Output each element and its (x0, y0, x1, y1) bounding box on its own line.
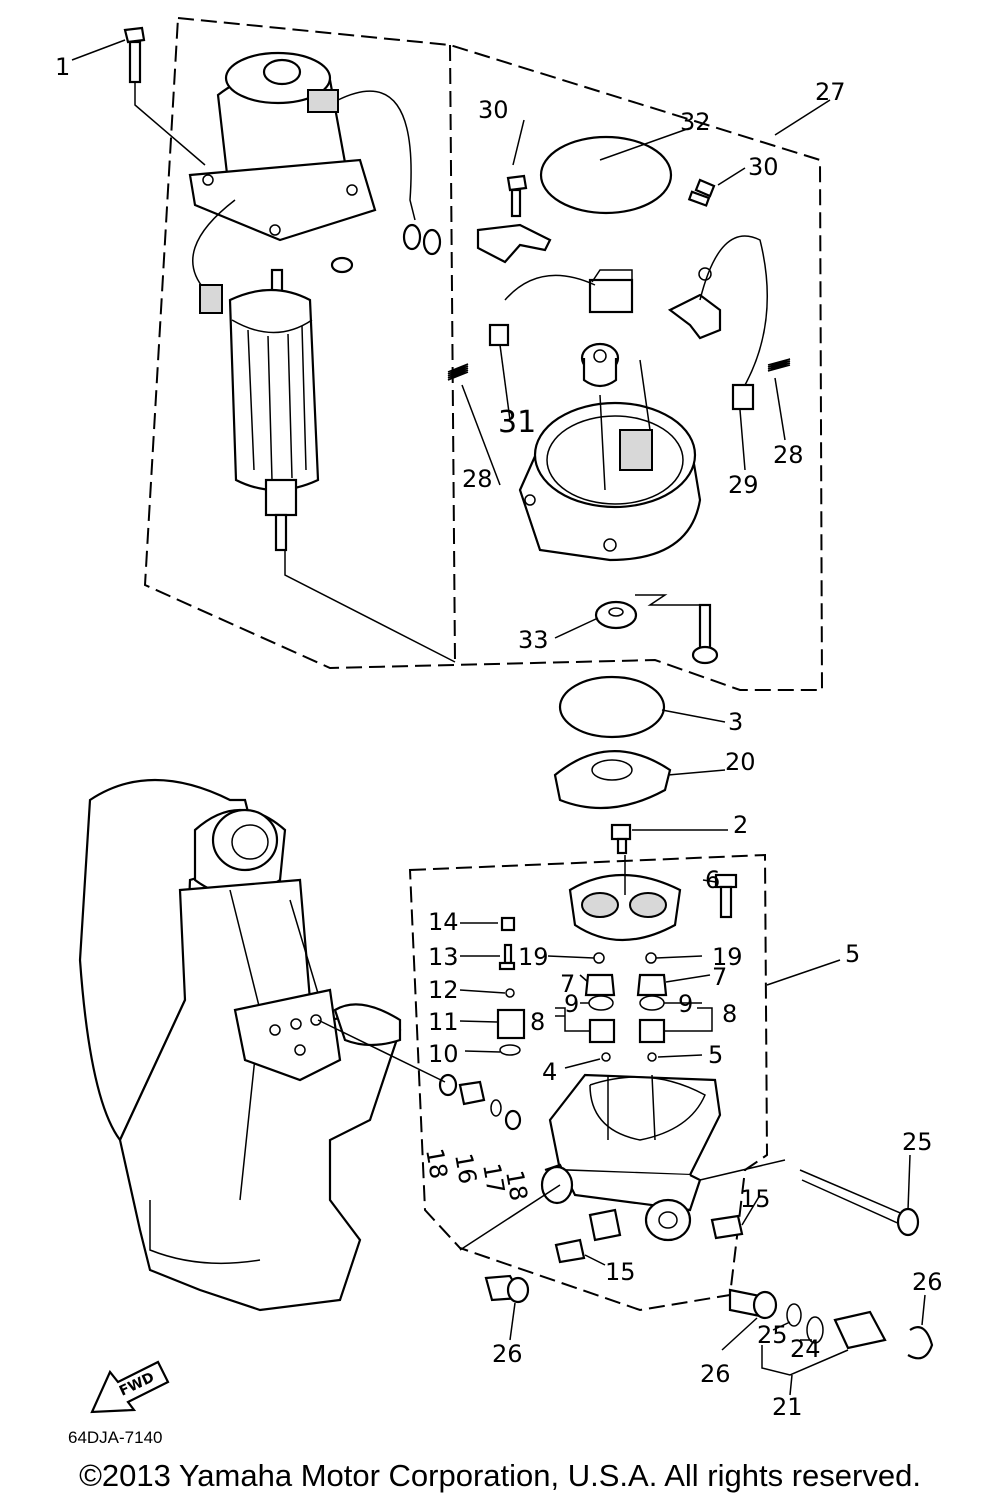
callout-17: 17 (477, 1161, 510, 1196)
screws (123, 26, 719, 665)
callout-13: 13 (428, 943, 459, 971)
callout-12: 12 (428, 976, 459, 1004)
callout-7a: 7 (560, 970, 575, 998)
motor-assembly-boundary (143, 16, 824, 691)
callout-9b: 9 (678, 990, 693, 1018)
callout-24: 26 (912, 1268, 943, 1296)
callout-8b: 8 (722, 1000, 737, 1028)
callout-6: 6 (705, 866, 720, 894)
callout-1: 1 (55, 53, 70, 81)
diagram-code: 64DJA-7140 (68, 1428, 163, 1447)
callout-21: 21 (772, 1393, 803, 1421)
copyright-notice: ©2013 Yamaha Motor Corporation, U.S.A. A… (79, 1458, 921, 1493)
valve-2 (610, 823, 632, 855)
callout-labels: 1 30 32 27 30 28 29 28 33 3 20 2 6 5 14 … (55, 53, 943, 1421)
callout-18a: 18 (420, 1146, 453, 1181)
armature (228, 268, 456, 663)
tilt-cylinder (78, 779, 402, 1312)
plate-20 (553, 750, 672, 810)
callout-5a: 4 (542, 1058, 557, 1086)
callout-19b: 19 (712, 943, 743, 971)
brush-holder-housing (518, 342, 703, 631)
callout-30b: 30 (748, 153, 779, 181)
callout-18b: 18 (500, 1168, 533, 1203)
valves (496, 916, 668, 1062)
leader-lines (71, 39, 926, 1396)
callout-10: 10 (428, 1040, 459, 1068)
callout-25: 25 (902, 1128, 933, 1156)
callout-7b: 7 (712, 963, 727, 991)
callout-29: 29 (728, 471, 759, 499)
motor-assembly-divider (449, 44, 456, 663)
callout-19a: 19 (518, 943, 549, 971)
callout-28b: 28 (773, 441, 804, 469)
callout-16: 16 (449, 1151, 482, 1186)
callout-15b: 15 (605, 1258, 636, 1286)
callout-27: 27 (815, 78, 846, 106)
callout-30a: 30 (478, 96, 509, 124)
callout-26b: 26 (700, 1360, 731, 1388)
callout-15a: 15 (740, 1185, 771, 1213)
callout-5b: 5 (708, 1041, 723, 1069)
callout-4: 5 (845, 940, 860, 968)
callout-31-handwritten: 31 (498, 405, 536, 440)
brush-parts (447, 135, 791, 411)
callout-33: 33 (518, 626, 549, 654)
callout-26a: 26 (492, 1340, 523, 1368)
callout-3: 3 (728, 708, 743, 736)
callout-14: 14 (428, 908, 459, 936)
callout-23: 25 (757, 1321, 788, 1349)
callout-2: 2 (733, 811, 748, 839)
pump-body (540, 1073, 722, 1242)
gear-pump-cover (568, 855, 738, 941)
callout-8a: 8 (530, 1008, 545, 1036)
callout-22: 24 (790, 1335, 821, 1363)
callout-9a: 9 (564, 990, 579, 1018)
fwd-arrow: FWD (90, 1360, 170, 1414)
callout-32: 32 (680, 108, 711, 136)
callout-20: 20 (725, 748, 756, 776)
callout-28a: 28 (462, 465, 493, 493)
callout-11: 11 (428, 1008, 459, 1036)
motor-yoke (188, 51, 442, 314)
fittings (438, 1073, 744, 1264)
o-ring-3 (558, 675, 666, 739)
